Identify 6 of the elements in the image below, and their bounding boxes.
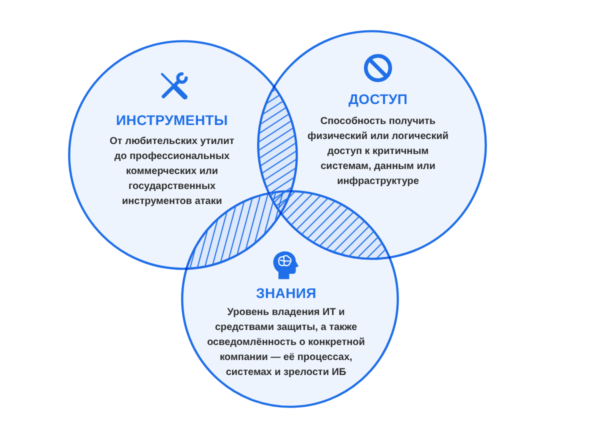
category-description: Уровень владения ИТ и средствами защиты, а также осведомлённость о конкретной компании — её процессах, системах и зрелости ИБ: [206, 306, 366, 380]
category-heading: ИНСТРУМЕНТЫ: [116, 111, 228, 129]
category-heading: ДОСТУП: [348, 90, 408, 108]
category-heading: ЗНАНИЯ: [256, 284, 316, 302]
category-description: От любительских утилит до профессиональных коммерческих или государственных инструментов атаки: [108, 135, 236, 209]
category-description: Способность получить физический или логический доступ к критичным системам, данным или инфраструктуре: [306, 115, 450, 189]
